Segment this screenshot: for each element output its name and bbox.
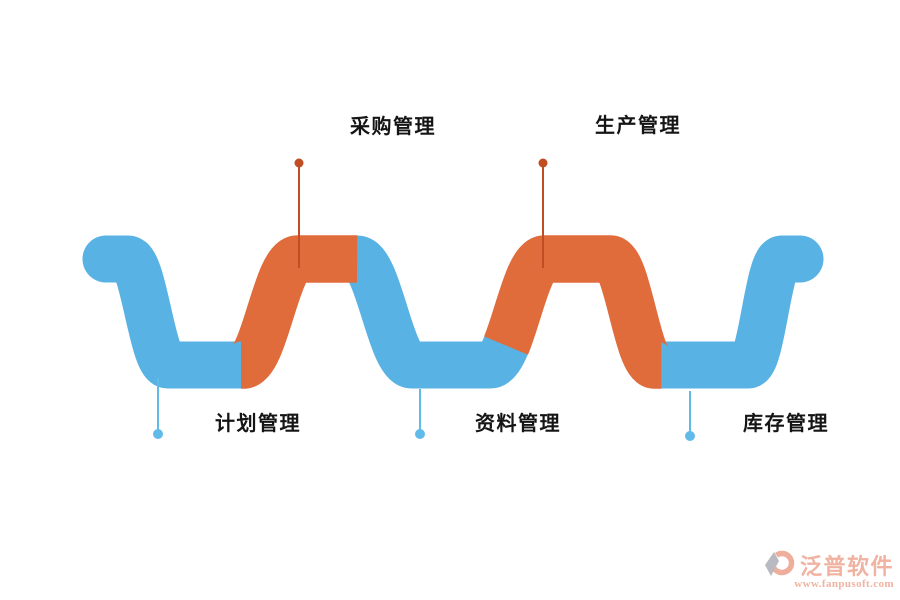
- label-production-management: 生产管理: [595, 115, 681, 137]
- pointer-purchase: [294, 158, 304, 268]
- label-purchase-management: 采购管理: [350, 116, 436, 138]
- pointer-material: [415, 389, 425, 439]
- pointer-inventory: [685, 391, 695, 441]
- logo-text: 泛普软件: [799, 554, 894, 579]
- label-plan-management: 计划管理: [215, 413, 301, 435]
- label-inventory-management: 库存管理: [743, 413, 829, 435]
- pointer-dot: [538, 158, 548, 168]
- pointer-dot: [294, 158, 304, 168]
- label-material-management: 资料管理: [475, 413, 561, 435]
- pointer-production: [538, 158, 548, 268]
- logo: 泛普软件 www.fanpusoft.com: [762, 550, 894, 590]
- wave-ribbon-blue: [82, 235, 824, 389]
- pointer-plan: [153, 378, 163, 439]
- pointer-dot: [415, 429, 425, 439]
- fanpu-logo-icon: [764, 550, 795, 576]
- pointer-dot: [685, 431, 695, 441]
- pointer-dot: [153, 429, 163, 439]
- logo-url: www.fanpusoft.com: [794, 578, 894, 590]
